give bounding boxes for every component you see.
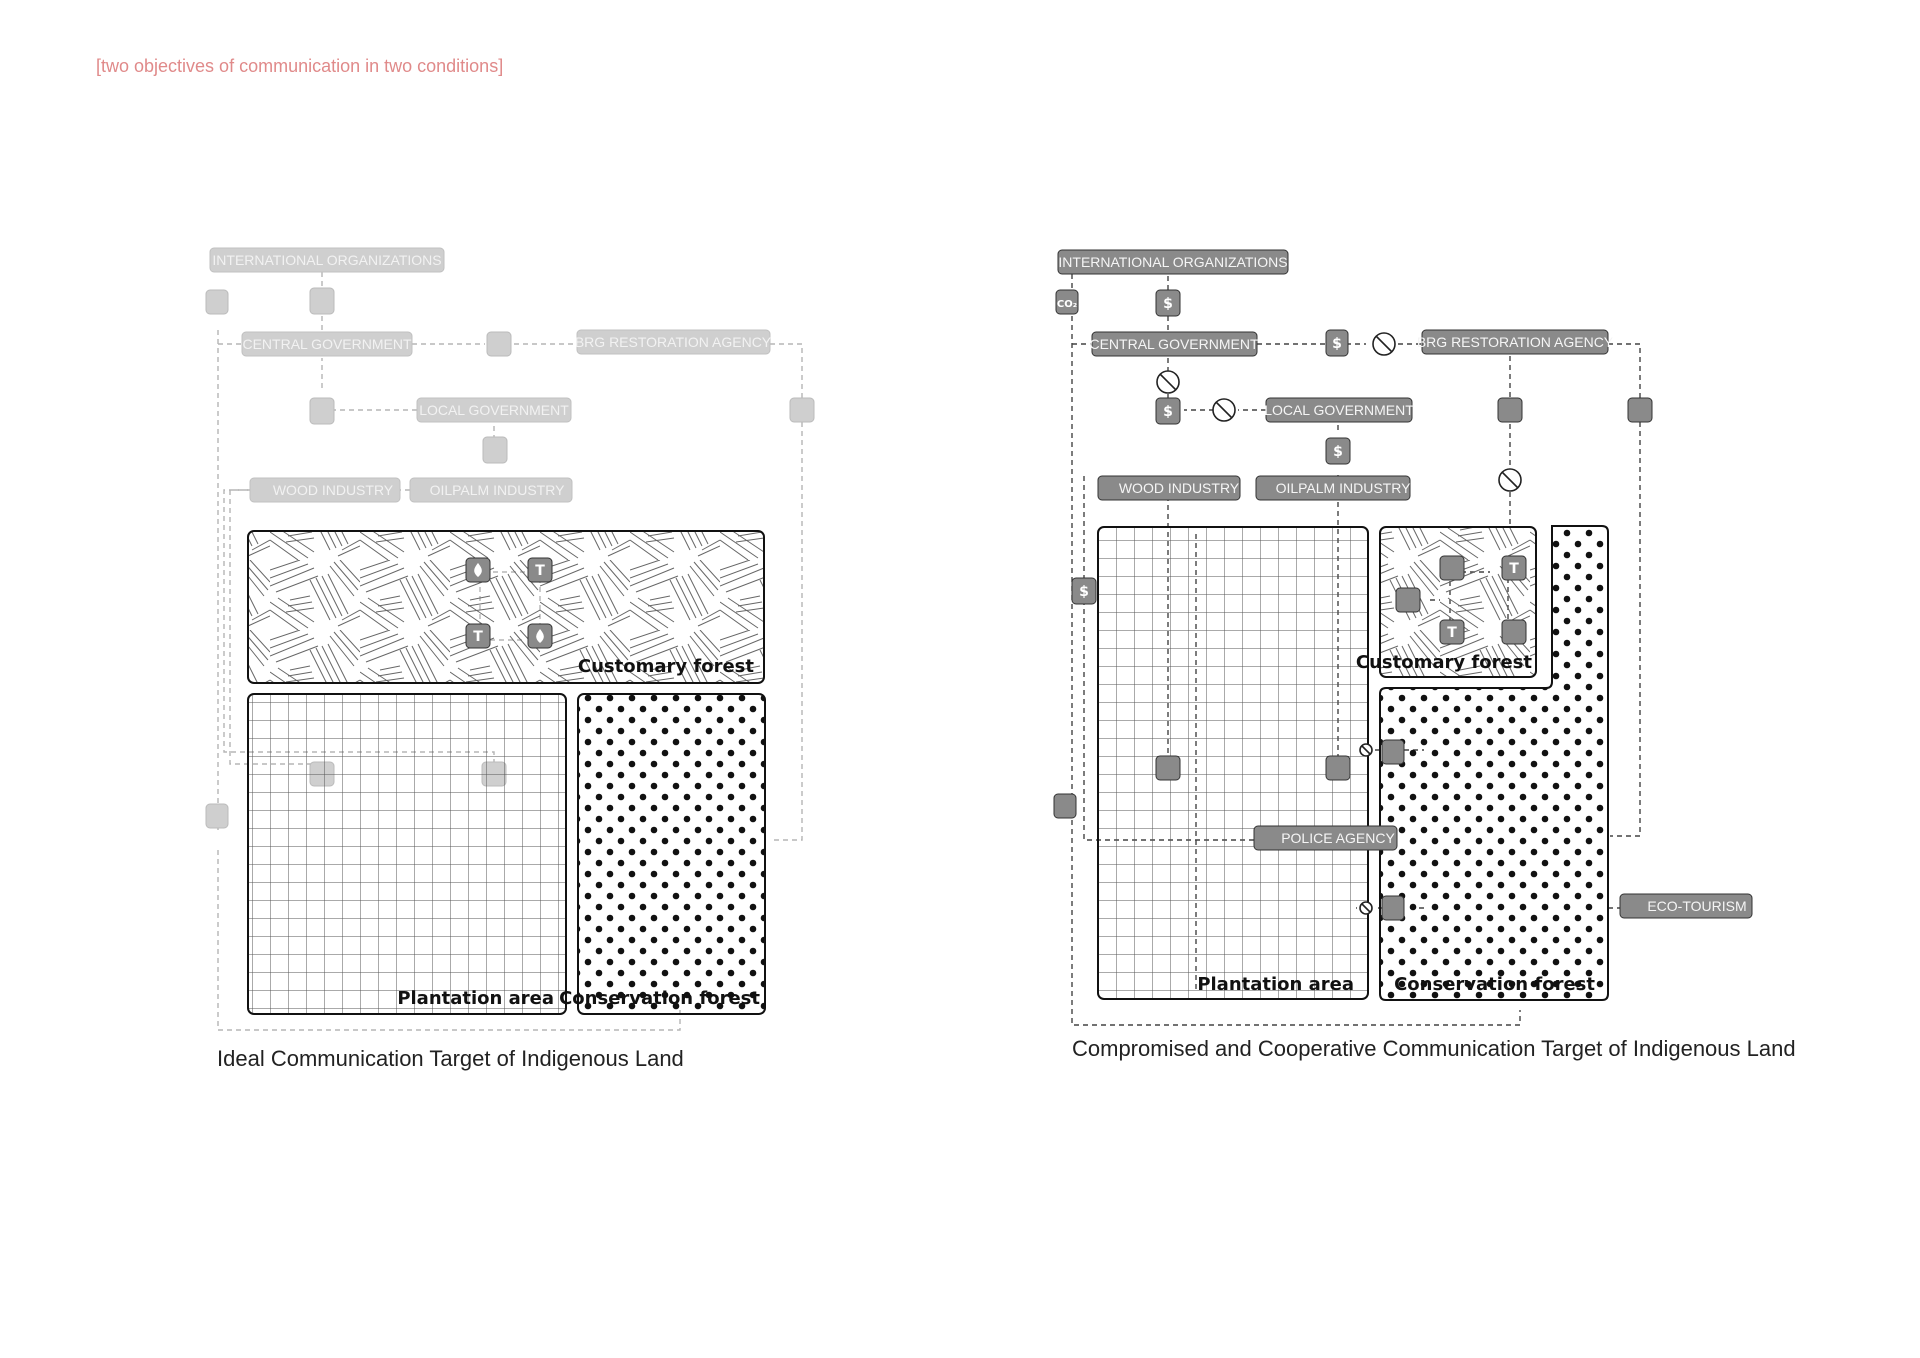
shield-icon	[1497, 397, 1523, 423]
right-eco-label: ECO-TOURISM	[1647, 898, 1746, 914]
dollar-icon	[309, 397, 335, 425]
right-conservation-label: Conservation forest	[1394, 974, 1595, 995]
dollar-icon	[309, 287, 335, 315]
dollar-icon	[1155, 397, 1181, 425]
left-area-customary: Customary forest	[247, 530, 765, 684]
tree-t-icon	[1439, 619, 1465, 645]
left-brg-label: BRG RESTORATION AGENCY	[575, 334, 772, 350]
fire-icon	[1381, 895, 1405, 921]
right-node-central: CENTRAL GOVERNMENT	[1089, 331, 1259, 357]
left-conservation-label: Conservation forest	[559, 988, 760, 1009]
tree-t-icon	[1501, 555, 1527, 581]
right-node-police: POLICE AGENCY	[1253, 825, 1398, 851]
right-node-intl: INTERNATIONAL ORGANIZATIONS	[1057, 249, 1289, 275]
tree-t-icon	[465, 623, 491, 649]
fire-icon	[1381, 739, 1405, 765]
left-oilpalm-label: OILPALM INDUSTRY	[430, 482, 566, 498]
svg-text:$: $	[1333, 444, 1343, 460]
right-plantation-label: Plantation area	[1197, 974, 1354, 995]
flag-icon	[1053, 793, 1077, 819]
co2-icon	[205, 289, 229, 315]
svg-text:CO₂: CO₂	[1057, 299, 1077, 310]
svg-text:T: T	[473, 629, 483, 645]
factory-icon	[1395, 587, 1421, 613]
svg-text:$: $	[1332, 336, 1342, 352]
right-node-eco: ECO-TOURISM	[1619, 893, 1753, 919]
left-wood-label: WOOD INDUSTRY	[273, 482, 394, 498]
left-plantation-label: Plantation area	[397, 988, 554, 1009]
left-diagram: INTERNATIONAL ORGANIZATIONS CENTRAL GOVE…	[205, 247, 815, 1031]
right-node-wood: WOOD INDUSTRY	[1097, 475, 1241, 501]
no-logging-icon	[1372, 332, 1396, 356]
prohibited-icon	[1359, 743, 1373, 757]
right-intl-label: INTERNATIONAL ORGANIZATIONS	[1058, 254, 1287, 270]
svg-text:$: $	[1163, 296, 1173, 312]
right-police-label: POLICE AGENCY	[1281, 830, 1395, 846]
left-intl-label: INTERNATIONAL ORGANIZATIONS	[212, 252, 441, 268]
tree-t-icon	[527, 557, 553, 583]
factory-icon	[1155, 755, 1181, 781]
right-diagram: INTERNATIONAL ORGANIZATIONS CENTRAL GOVE…	[1053, 249, 1753, 1026]
left-node-intl: INTERNATIONAL ORGANIZATIONS	[209, 247, 445, 273]
left-caption: Ideal Communication Target of Indigenous…	[217, 1046, 684, 1071]
left-node-wood: WOOD INDUSTRY	[249, 477, 401, 503]
fire-icon	[1439, 555, 1465, 581]
left-area-conservation: Conservation forest	[559, 693, 766, 1015]
dollar-icon	[1325, 437, 1351, 465]
dollar-icon	[1071, 577, 1097, 605]
page-title: [two objectives of communication in two …	[96, 56, 504, 76]
right-area-customary: Customary forest	[1356, 526, 1537, 678]
dollar-icon	[1155, 289, 1181, 317]
left-node-local: LOCAL GOVERNMENT	[416, 397, 572, 423]
right-customary-label: Customary forest	[1356, 652, 1532, 673]
right-oilpalm-label: OILPALM INDUSTRY	[1276, 480, 1412, 496]
right-node-brg: BRG RESTORATION AGENCY	[1417, 329, 1614, 355]
right-central-label: CENTRAL GOVERNMENT	[1089, 336, 1259, 352]
left-local-label: LOCAL GOVERNMENT	[419, 402, 569, 418]
dollar-icon	[482, 436, 508, 464]
no-logging-icon	[1498, 468, 1522, 492]
left-node-oilpalm: OILPALM INDUSTRY	[409, 477, 573, 503]
flag-icon	[205, 803, 229, 829]
no-logging-icon	[1156, 370, 1180, 394]
right-brg-label: BRG RESTORATION AGENCY	[1417, 334, 1614, 350]
right-node-oilpalm: OILPALM INDUSTRY	[1255, 475, 1412, 501]
left-central-label: CENTRAL GOVERNMENT	[242, 336, 412, 352]
right-wood-label: WOOD INDUSTRY	[1119, 480, 1240, 496]
left-node-central: CENTRAL GOVERNMENT	[241, 331, 413, 357]
svg-text:T: T	[1447, 625, 1457, 641]
right-local-label: LOCAL GOVERNMENT	[1264, 402, 1414, 418]
co2-icon	[1055, 289, 1079, 315]
right-area-conservation: Conservation forest	[1379, 525, 1609, 1001]
no-logging-icon	[1212, 398, 1236, 422]
left-area-plantation: Plantation area	[247, 693, 567, 1015]
left-node-brg: BRG RESTORATION AGENCY	[575, 329, 772, 355]
svg-text:T: T	[535, 563, 545, 579]
dollar-icon	[486, 331, 512, 357]
left-customary-label: Customary forest	[578, 656, 754, 677]
shield-icon	[789, 397, 815, 423]
left-customary-icons: T T	[465, 557, 553, 649]
right-area-plantation: Plantation area	[1097, 526, 1369, 1000]
prohibited-icon	[1359, 901, 1373, 915]
svg-text:T: T	[1509, 561, 1519, 577]
fire-icon	[1501, 619, 1527, 645]
shield-icon	[1627, 397, 1653, 423]
svg-text:$: $	[1079, 584, 1089, 600]
right-node-local: LOCAL GOVERNMENT	[1264, 397, 1414, 423]
right-caption: Compromised and Cooperative Communicatio…	[1072, 1036, 1796, 1061]
palm-icon	[1325, 755, 1351, 781]
svg-text:$: $	[1163, 404, 1173, 420]
dollar-icon	[1325, 329, 1349, 357]
